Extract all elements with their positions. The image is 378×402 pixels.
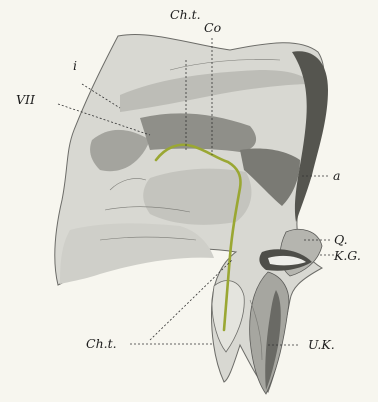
label-ch-t-top: Ch.t. <box>170 7 201 22</box>
label-vii: VII <box>16 92 36 107</box>
label-co: Co <box>204 20 221 35</box>
label-a: a <box>333 168 340 183</box>
label-uk: U.K. <box>308 337 335 352</box>
label-i: i <box>73 58 77 73</box>
lower-plate <box>60 223 214 284</box>
label-kg: K.G. <box>333 248 361 263</box>
label-q: Q. <box>334 232 348 247</box>
label-ch-t-bottom: Ch.t. <box>86 336 117 351</box>
